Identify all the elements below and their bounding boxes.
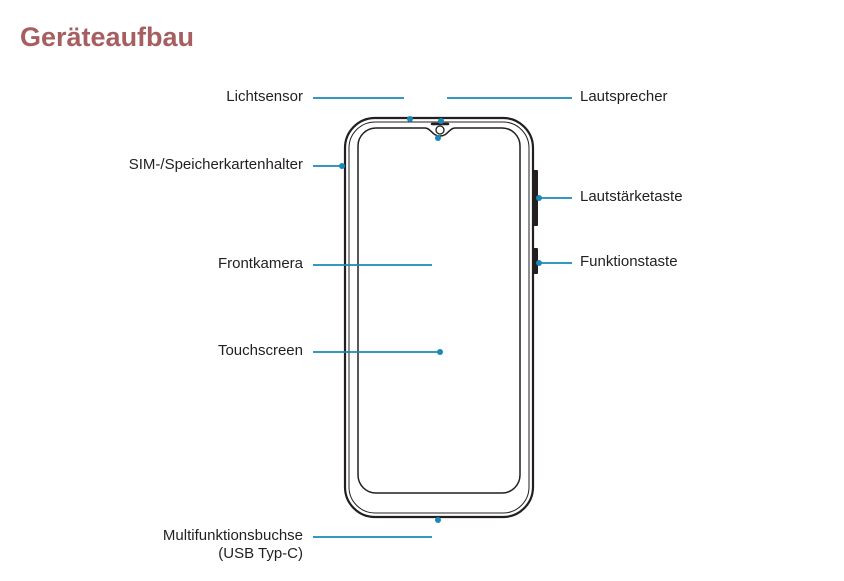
phone-body [343, 116, 535, 519]
label-multifunktionsbuchse-line2: (USB Typ-C) [218, 545, 303, 562]
label-frontkamera: Frontkamera [217, 255, 303, 272]
label-touchscreen: Touchscreen [217, 342, 303, 359]
label-lichtsensor: Lichtsensor [226, 88, 303, 105]
label-sim-halter: SIM-/Speicherkartenhalter [128, 156, 303, 173]
label-lautstaerketaste: Lautstärketaste [580, 188, 683, 205]
callout-dots [339, 116, 542, 523]
page-title: Geräteaufbau [20, 22, 195, 52]
label-lautsprecher: Lautsprecher [580, 88, 668, 105]
label-funktionstaste: Funktionstaste [580, 253, 678, 270]
label-multifunktionsbuchse: Multifunktionsbuchse (USB Typ-C) [163, 527, 303, 563]
label-multifunktionsbuchse-line1: Multifunktionsbuchse [162, 527, 303, 544]
side-buttons [533, 170, 538, 274]
callout-lines [313, 97, 572, 538]
